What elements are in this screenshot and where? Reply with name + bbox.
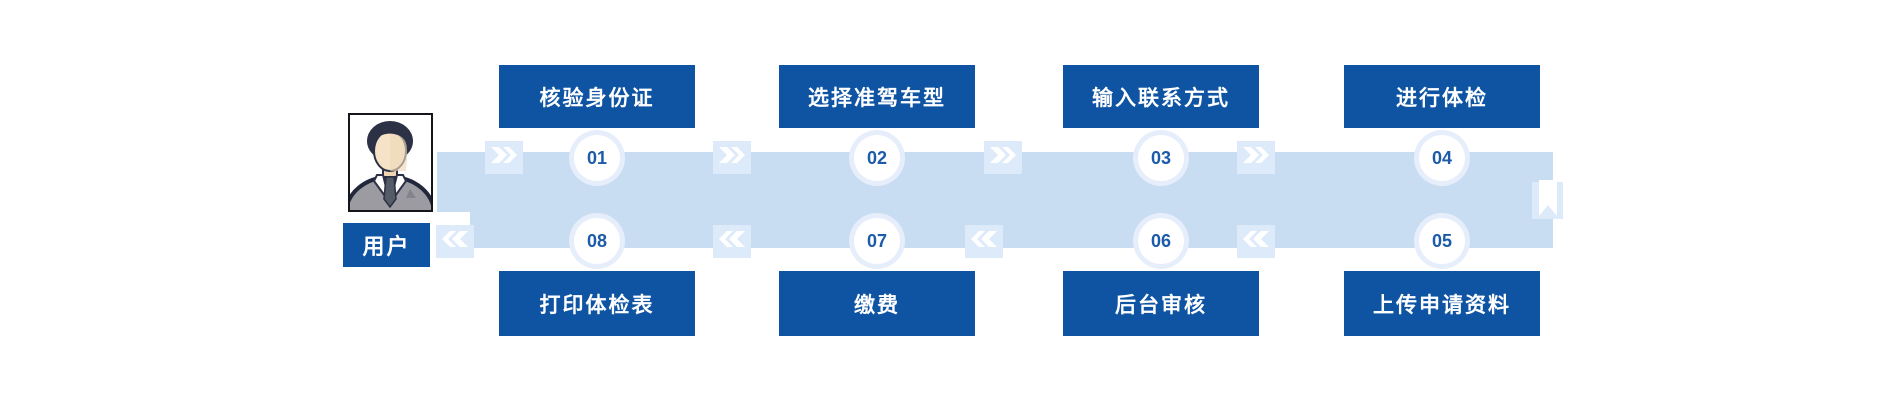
right-arrow-icon xyxy=(489,147,519,168)
right-arrow-icon xyxy=(1241,147,1271,168)
step-number: 05 xyxy=(1419,218,1465,264)
step-number: 06 xyxy=(1138,218,1184,264)
arrow-tile xyxy=(713,225,751,258)
flow-band-bottom xyxy=(470,188,1553,248)
arrow-tile xyxy=(965,225,1003,258)
step-box-physical-exam: 进行体检 xyxy=(1344,65,1540,128)
left-arrow-icon xyxy=(969,231,999,252)
step-box-enter-contact: 输入联系方式 xyxy=(1063,65,1259,128)
arrow-tile xyxy=(984,141,1022,174)
arrow-tile xyxy=(485,141,523,174)
step-number: 02 xyxy=(854,135,900,181)
right-arrow-icon xyxy=(988,147,1018,168)
arrow-tile xyxy=(1237,225,1275,258)
left-arrow-icon xyxy=(717,231,747,252)
step-box-pay-fee: 缴费 xyxy=(779,271,975,336)
step-number: 03 xyxy=(1138,135,1184,181)
left-arrow-icon xyxy=(440,231,470,252)
uturn-down-arrow-icon xyxy=(1538,180,1557,221)
step-number: 01 xyxy=(574,135,620,181)
user-avatar xyxy=(348,113,433,212)
step-number: 07 xyxy=(854,218,900,264)
step-box-upload-application: 上传申请资料 xyxy=(1344,271,1540,336)
step-number: 04 xyxy=(1419,135,1465,181)
right-arrow-icon xyxy=(717,147,747,168)
step-number: 08 xyxy=(574,218,620,264)
arrow-tile xyxy=(713,141,751,174)
arrow-tile xyxy=(436,225,474,258)
left-arrow-icon xyxy=(1241,231,1271,252)
step-box-verify-id: 核验身份证 xyxy=(499,65,695,128)
arrow-tile xyxy=(1532,180,1563,221)
step-box-print-exam-form: 打印体检表 xyxy=(499,271,695,336)
step-box-backend-review: 后台审核 xyxy=(1063,271,1259,336)
step-box-choose-vehicle-class: 选择准驾车型 xyxy=(779,65,975,128)
user-label: 用户 xyxy=(343,223,430,267)
arrow-tile xyxy=(1237,141,1275,174)
person-avatar-icon xyxy=(350,121,431,210)
